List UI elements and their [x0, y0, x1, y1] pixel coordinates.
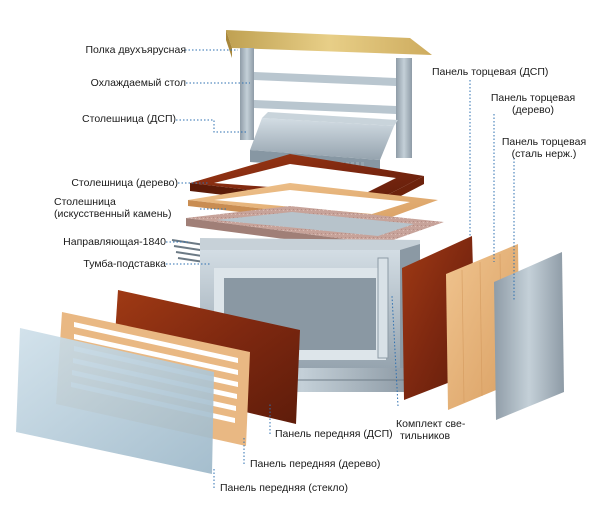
label-front-panel-chipboard: Панель передняя (ДСП) — [275, 428, 393, 440]
leader-lines — [166, 49, 515, 488]
label-shelf: Полка двухъярусная — [85, 44, 186, 56]
lighting-kit — [377, 257, 389, 359]
label-countertop-wood: Столешница (дерево) — [71, 177, 178, 189]
shelf-two-tier — [226, 30, 432, 158]
end-panel-steel — [494, 252, 564, 420]
label-cooled-table: Охлаждаемый стол — [90, 77, 186, 89]
label-countertop-chipboard: Столешница (ДСП) — [82, 113, 176, 125]
label-countertop-stone-line2: (искусственный камень) — [54, 208, 172, 220]
label-countertop-stone-line1: Столешница — [54, 196, 116, 208]
label-end-panel-steel-line2: (сталь нерж.) — [511, 148, 577, 160]
label-end-panel-steel-line1: Панель торцевая — [501, 136, 587, 148]
label-lighting-kit-line1: Комплект све- — [396, 418, 466, 430]
label-lighting-kit-line2: тильников — [400, 430, 451, 442]
label-front-panel-wood: Панель передняя (дерево) — [250, 458, 381, 470]
label-end-panel-wood-line1: Панель торцевая — [490, 92, 576, 104]
label-guide-rail: Направляющая-1840 — [63, 236, 166, 248]
front-panel-glass — [16, 328, 214, 474]
label-end-panel-chipboard: Панель торцевая (ДСП) — [432, 66, 549, 78]
label-end-panel-wood-line2: (дерево) — [512, 104, 554, 116]
label-front-panel-glass: Панель передняя (стекло) — [220, 482, 348, 494]
label-base-cabinet: Тумба-подставка — [83, 258, 166, 270]
